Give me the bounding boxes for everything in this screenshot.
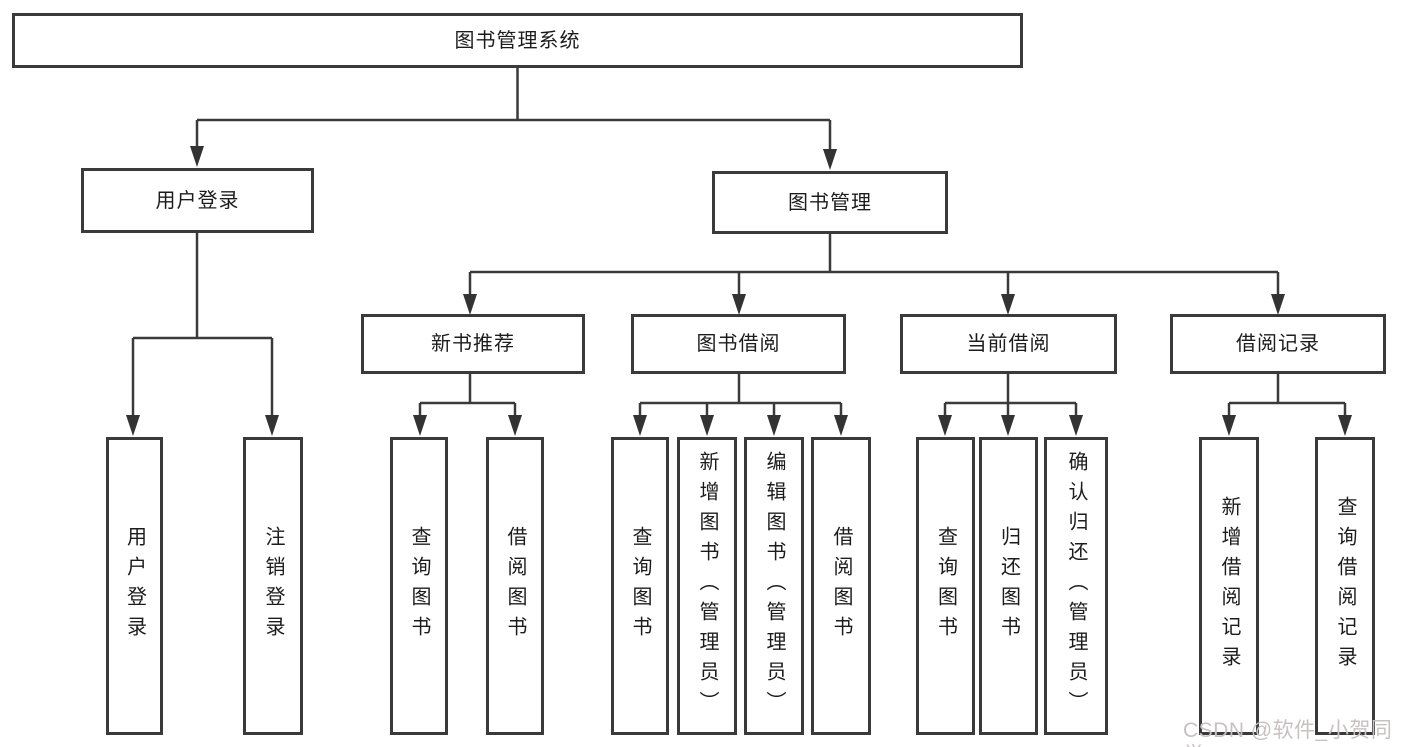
connector-level2-branches [418, 374, 1347, 419]
node-label: 新书推荐 [431, 333, 515, 355]
node-label: 注销登录 [262, 526, 284, 646]
leaf-add-book-admin: 新增图书（管理员） [677, 437, 737, 735]
leaf-edit-book-admin: 编辑图书（管理员） [744, 437, 804, 735]
node-label: 新增借阅记录 [1218, 496, 1240, 676]
leaf-borrow-books-1: 借阅图书 [486, 437, 544, 735]
leaf-query-books-3: 查询图书 [916, 437, 975, 735]
node-user-login: 用户登录 [81, 168, 314, 233]
node-label: 查询图书 [629, 526, 651, 646]
node-library-management-system: 图书管理系统 [12, 13, 1023, 68]
leaf-borrow-books-2: 借阅图书 [811, 437, 871, 735]
node-label: 编辑图书（管理员） [763, 451, 785, 721]
node-label: 借阅图书 [504, 526, 526, 646]
node-label: 确认归还（管理员） [1065, 451, 1087, 721]
node-borrowing-records: 借阅记录 [1170, 314, 1386, 374]
node-label: 归还图书 [997, 526, 1020, 646]
node-label: 图书管理系统 [454, 29, 581, 52]
leaf-user-login: 用户登录 [106, 437, 163, 735]
node-current-borrowing: 当前借阅 [900, 314, 1117, 374]
node-label: 查询借阅记录 [1334, 496, 1356, 676]
node-label: 图书管理 [788, 191, 872, 214]
node-label: 当前借阅 [966, 333, 1051, 355]
leaf-query-borrow-record: 查询借阅记录 [1315, 437, 1375, 735]
node-label: 新增图书（管理员） [696, 451, 718, 721]
node-label: 查询图书 [408, 526, 430, 646]
node-label: 用户登录 [155, 189, 240, 212]
node-label: 图书借阅 [696, 333, 781, 355]
leaf-query-books-1: 查询图书 [390, 437, 448, 735]
leaf-query-books-2: 查询图书 [611, 437, 669, 735]
leaf-confirm-return-admin: 确认归还（管理员） [1044, 437, 1108, 735]
leaf-return-books: 归还图书 [979, 437, 1038, 735]
node-book-borrowing: 图书借阅 [631, 314, 846, 374]
node-label: 用户登录 [123, 526, 146, 646]
connector-user-login-branch [131, 233, 274, 419]
leaf-logout: 注销登录 [243, 437, 303, 735]
node-label: 查询图书 [934, 526, 957, 646]
node-label: 借阅记录 [1236, 333, 1320, 355]
node-label: 借阅图书 [830, 526, 852, 646]
leaf-add-borrow-record: 新增借阅记录 [1199, 437, 1259, 735]
node-new-book-recommendation: 新书推荐 [361, 314, 585, 374]
connector-root-to-level1 [195, 68, 832, 153]
watermark: CSDN @软件_小贺同学 [1183, 719, 1393, 747]
connector-book-management-branch [468, 234, 1280, 296]
node-book-management: 图书管理 [712, 171, 948, 234]
